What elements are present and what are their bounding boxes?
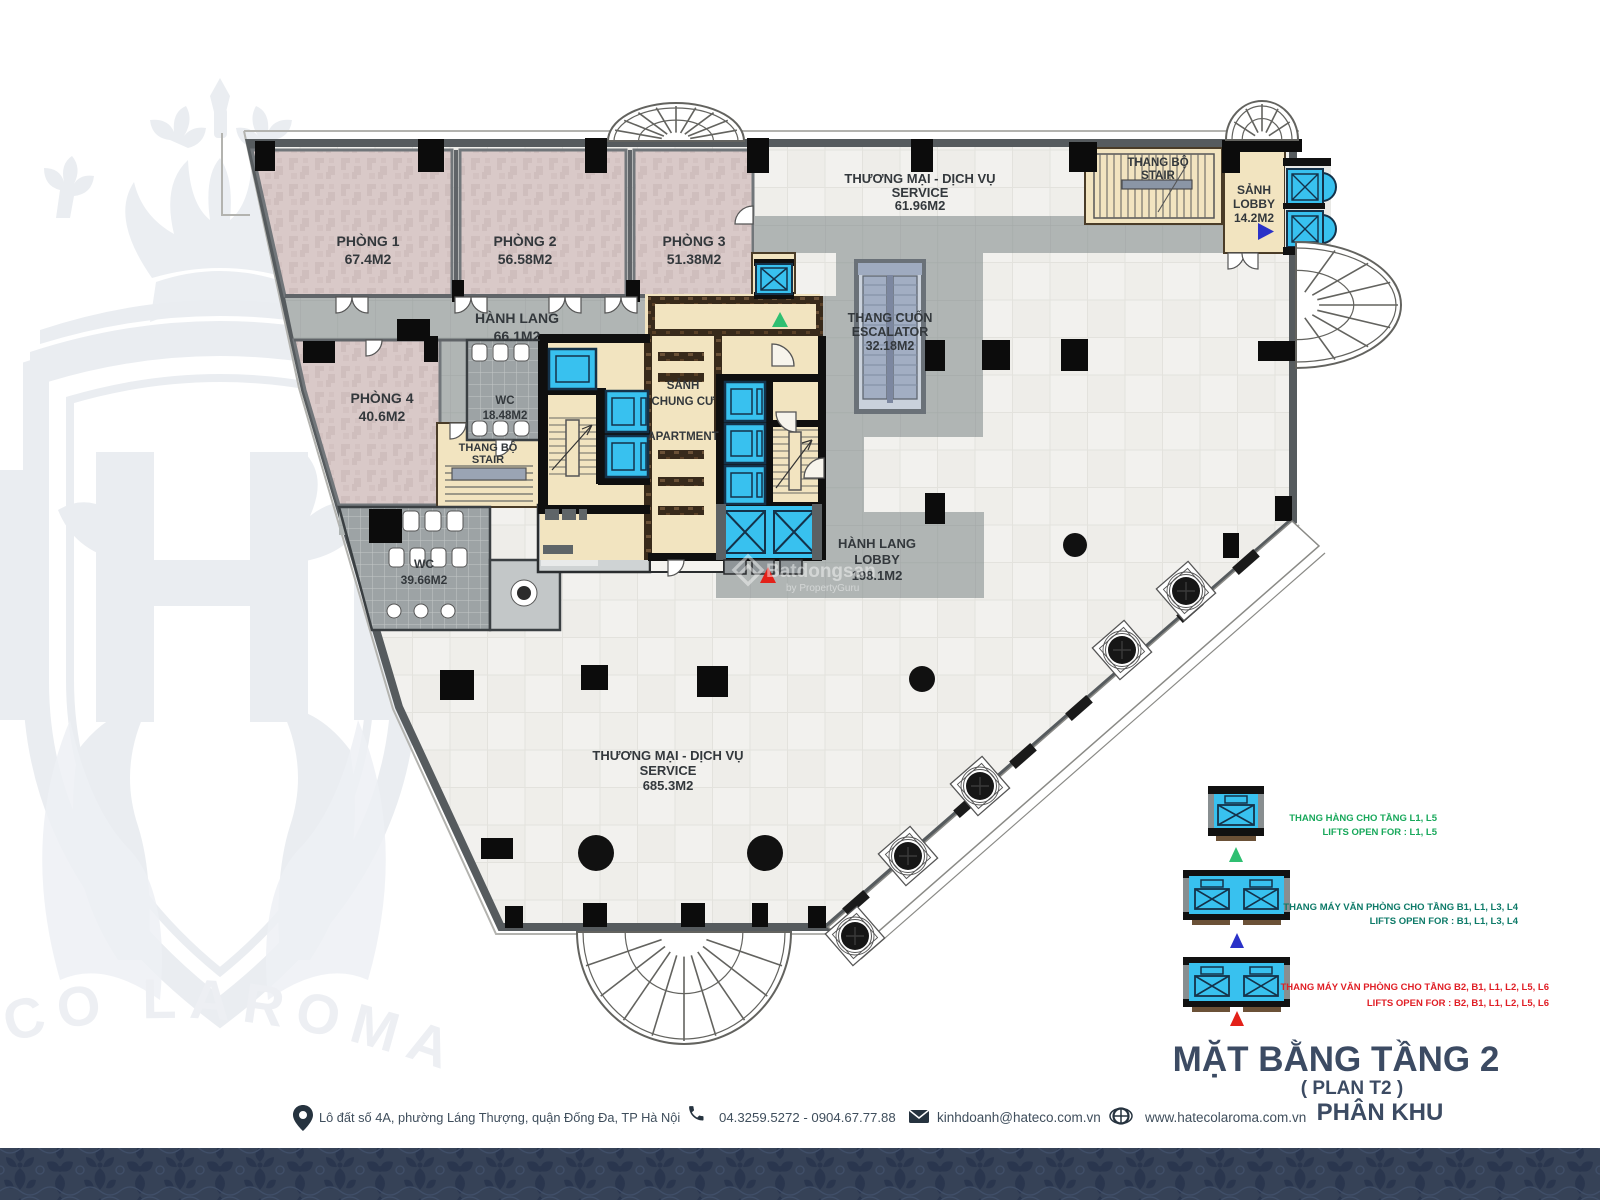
svg-text:39.66M2: 39.66M2 (401, 573, 448, 587)
svg-text:Batdongsan: Batdongsan (766, 561, 876, 582)
svg-text:04.3259.5272 - 0904.67.77.88: 04.3259.5272 - 0904.67.77.88 (719, 1110, 896, 1125)
svg-text:kinhdoanh@hateco.com.vn: kinhdoanh@hateco.com.vn (937, 1110, 1101, 1125)
svg-text:APARTMENT: APARTMENT (647, 431, 718, 443)
svg-text:PHÒNG 1: PHÒNG 1 (336, 232, 399, 249)
svg-text:LIFTS OPEN FOR : L1, L5: LIFTS OPEN FOR : L1, L5 (1322, 827, 1437, 838)
svg-text:LIFTS OPEN FOR : B2, B1, L1, L: LIFTS OPEN FOR : B2, B1, L1, L2, L5, L6 (1367, 998, 1549, 1009)
svg-text:LIFTS OPEN FOR : B1, L1, L3, L: LIFTS OPEN FOR : B1, L1, L3, L4 (1370, 916, 1519, 927)
svg-text:MẶT BẰNG TẦNG 2: MẶT BẰNG TẦNG 2 (1173, 1039, 1500, 1079)
svg-text:PHÒNG 3: PHÒNG 3 (662, 232, 725, 249)
svg-text:67.4M2: 67.4M2 (345, 251, 392, 267)
svg-text:PHÂN KHU: PHÂN KHU (1317, 1098, 1444, 1126)
svg-text:Lô đất số 4A, phường Láng Thượ: Lô đất số 4A, phường Láng Thượng, quận Đ… (319, 1110, 680, 1125)
svg-text:THANG HÀNG CHO TẦNG L1, L5: THANG HÀNG CHO TẦNG L1, L5 (1289, 813, 1437, 824)
svg-text:THƯƠNG MẠI - DỊCH VỤ: THƯƠNG MẠI - DỊCH VỤ (592, 748, 743, 763)
svg-text:WC: WC (414, 557, 434, 571)
svg-text:THANG BỘ: THANG BỘ (1127, 156, 1188, 169)
svg-text:18.48M2: 18.48M2 (483, 410, 528, 422)
svg-text:40.6M2: 40.6M2 (359, 408, 406, 424)
svg-text:WC: WC (495, 395, 514, 407)
svg-text:STAIR: STAIR (472, 454, 504, 466)
svg-text:THANG MÁY VĂN PHÒNG CHO TẦNG B: THANG MÁY VĂN PHÒNG CHO TẦNG B2, B1, L1,… (1281, 981, 1550, 993)
svg-text:ESCALATOR: ESCALATOR (852, 325, 929, 339)
svg-text:LOBBY: LOBBY (1233, 197, 1275, 211)
svg-text:PHÒNG 2: PHÒNG 2 (493, 232, 556, 249)
svg-text:THANG BỘ: THANG BỘ (459, 441, 518, 454)
svg-text:SERVICE: SERVICE (640, 763, 697, 778)
svg-text:LOBBY: LOBBY (854, 552, 900, 567)
svg-text:SERVICE: SERVICE (892, 185, 949, 200)
svg-text:www.hatecolaroma.com.vn: www.hatecolaroma.com.vn (1144, 1110, 1306, 1125)
svg-text:STAIR: STAIR (1141, 170, 1175, 182)
svg-text:THANG CUỐN: THANG CUỐN (848, 310, 933, 325)
svg-text:HÀNH LANG: HÀNH LANG (475, 310, 559, 326)
svg-text:PHÒNG 4: PHÒNG 4 (350, 389, 413, 406)
svg-text:SẢNH: SẢNH (667, 379, 700, 392)
svg-text:( PLAN T2 ): ( PLAN T2 ) (1301, 1078, 1403, 1099)
svg-text:56.58M2: 56.58M2 (498, 251, 553, 267)
svg-text:685.3M2: 685.3M2 (643, 778, 694, 793)
svg-text:51.38M2: 51.38M2 (667, 251, 722, 267)
svg-text:32.18M2: 32.18M2 (866, 339, 915, 353)
svg-text:14.2M2: 14.2M2 (1234, 211, 1274, 225)
svg-text:THANG MÁY VĂN PHÒNG CHO TẦNG B: THANG MÁY VĂN PHÒNG CHO TẦNG B1, L1, L3,… (1283, 901, 1518, 913)
svg-text:CHUNG CƯ: CHUNG CƯ (651, 396, 715, 408)
svg-text:61.96M2: 61.96M2 (895, 198, 946, 213)
svg-text:by PropertyGuru: by PropertyGuru (786, 583, 859, 594)
svg-text:SẢNH: SẢNH (1237, 182, 1271, 197)
svg-text:THƯƠNG MẠI - DỊCH VỤ: THƯƠNG MẠI - DỊCH VỤ (844, 171, 995, 186)
svg-text:66.1M2: 66.1M2 (494, 328, 541, 344)
svg-text:198.1M2: 198.1M2 (852, 568, 903, 583)
svg-text:HÀNH LANG: HÀNH LANG (838, 536, 916, 551)
